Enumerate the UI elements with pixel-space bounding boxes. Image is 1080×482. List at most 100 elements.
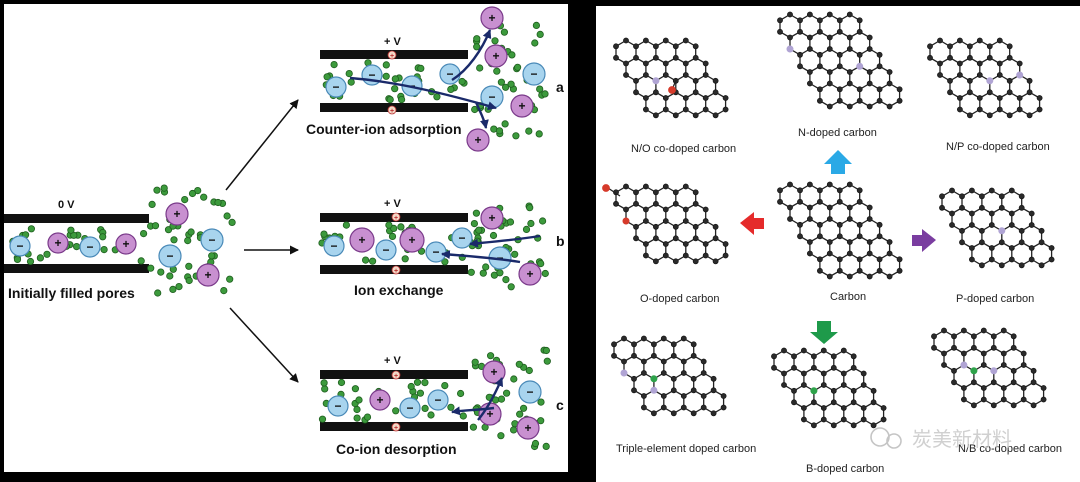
carbon-atom — [1006, 54, 1013, 61]
carbon-atom — [1038, 239, 1045, 246]
carbon-atom — [996, 95, 1003, 101]
pore-wall-bottom — [4, 264, 149, 273]
carbon-atom — [1006, 112, 1013, 119]
solvent-molecule — [382, 61, 390, 69]
carbon-atom — [957, 37, 963, 44]
solvent-molecule — [507, 80, 515, 88]
carbon-atom — [980, 327, 987, 334]
solvent-molecule — [169, 285, 177, 293]
carbon-atom — [1000, 350, 1007, 357]
carbon-atom — [653, 112, 659, 119]
solvent-molecule — [427, 411, 435, 419]
carbon-atom — [682, 218, 689, 224]
carbon-atom — [702, 206, 709, 213]
carbon-atom — [856, 51, 863, 58]
anion-sign: − — [406, 401, 413, 415]
carbon-atom — [801, 416, 807, 423]
carbon-atom — [633, 189, 639, 196]
carbon-atom — [641, 404, 647, 411]
anion-sign: − — [368, 68, 375, 82]
carbon-atom — [670, 352, 677, 359]
carbon-atom — [672, 112, 679, 119]
cation — [115, 233, 137, 255]
carbon-atom — [777, 187, 783, 194]
carbon-atom — [826, 69, 833, 75]
dopant-atom-N — [990, 367, 998, 375]
carbon-atom — [860, 382, 867, 388]
carbon-atom — [836, 267, 843, 274]
carbon-atom — [1020, 385, 1027, 391]
anion-sign: − — [382, 243, 389, 257]
carbon-atom — [817, 97, 823, 104]
solvent-molecule — [538, 217, 547, 225]
carbon-atom — [690, 352, 697, 359]
carbon-atom — [1018, 204, 1025, 211]
dopant-atom-B — [650, 375, 658, 383]
carbon-atom — [840, 405, 847, 411]
solvent-molecule — [501, 120, 509, 128]
carbon-atom — [817, 198, 823, 205]
solvent-molecule — [100, 246, 108, 254]
carbon-atom — [886, 80, 893, 87]
carbon-atom — [633, 43, 639, 50]
solvent-molecule — [368, 257, 377, 265]
carbon-atom — [680, 335, 687, 342]
voltage-label-b: + V — [384, 198, 401, 210]
carbon-atom — [1026, 112, 1033, 119]
carbon-atom — [702, 218, 709, 224]
carbon-atom — [722, 241, 729, 247]
surface-charge — [391, 212, 401, 222]
solvent-molecule — [353, 405, 361, 414]
carbon-atom — [846, 46, 853, 52]
carbon-atom — [1000, 327, 1007, 334]
solvent-molecule — [471, 358, 479, 366]
carbon-atom — [980, 385, 987, 391]
carbon-atom — [957, 106, 963, 113]
carbon-atom — [860, 405, 867, 411]
carbon-atom — [959, 227, 965, 234]
anion-sign: − — [530, 67, 537, 81]
carbon-atom — [971, 333, 977, 340]
carbon-atom — [979, 193, 985, 200]
solvent-molecule — [337, 378, 346, 387]
carbon-atom — [817, 17, 823, 24]
carbon-atom — [670, 375, 677, 382]
carbon-atom — [836, 198, 843, 205]
carbon-atom — [826, 204, 833, 211]
carbon-atom — [836, 233, 843, 240]
carbon-atom — [690, 341, 697, 348]
carbon-atom — [986, 89, 993, 96]
solvent-molecule — [495, 127, 504, 135]
carbon-atom — [836, 256, 843, 263]
solvent-molecule — [73, 243, 81, 251]
cation — [47, 232, 69, 254]
solvent-molecule — [531, 39, 539, 47]
carbon-atom — [710, 387, 717, 394]
carbon-atom — [967, 54, 973, 61]
carbon-atom — [947, 89, 953, 96]
dopant-atom-B — [970, 367, 978, 375]
carbon-atom — [860, 416, 867, 423]
carbon-atom — [710, 375, 717, 382]
dopant-atom-O — [668, 86, 676, 94]
carbon-atom — [712, 77, 719, 84]
carbon-atom — [949, 187, 955, 194]
carbon-atom — [836, 221, 843, 228]
solvent-molecule — [496, 269, 504, 277]
cation-sign: + — [526, 267, 533, 281]
carbon-atom — [947, 43, 953, 50]
solvent-molecule — [497, 395, 506, 403]
dopant-atom-P — [998, 227, 1006, 235]
carbon-atom — [651, 410, 657, 417]
solvent-molecule — [469, 423, 477, 431]
solvent-molecule — [537, 398, 545, 406]
carbon-atom — [653, 258, 659, 265]
carbon-atom — [722, 106, 729, 113]
solvent-molecule — [342, 221, 350, 229]
carbon-atom — [700, 370, 707, 376]
carbon-atom — [969, 222, 975, 228]
cation-sign: + — [54, 236, 61, 250]
carbon-atom — [643, 241, 649, 247]
solvent-molecule — [26, 257, 35, 266]
